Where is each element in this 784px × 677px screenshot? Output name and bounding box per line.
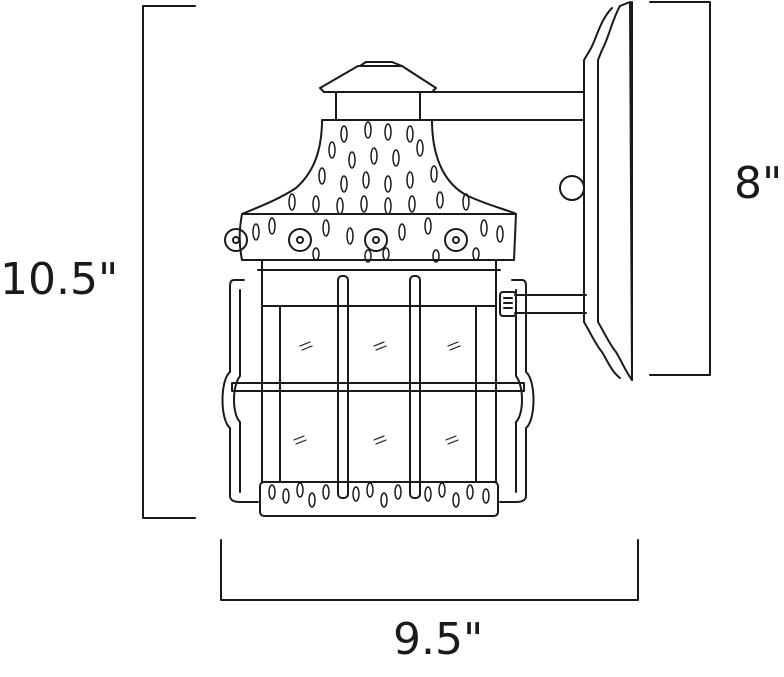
rivet-icon [365, 229, 387, 251]
upper-arm [425, 92, 584, 120]
lantern-cap [319, 62, 437, 120]
backplate-bracket [650, 2, 710, 375]
rivet-icon [289, 229, 311, 251]
width-bracket [221, 540, 638, 600]
wall-backplate [560, 2, 632, 380]
backplate-dimension-label: 8" [734, 158, 783, 209]
height-bracket [143, 6, 195, 518]
glass-reflections [294, 342, 460, 444]
mounting-screw-icon [560, 176, 584, 200]
lantern-hood [225, 120, 516, 270]
rivet-icon [445, 229, 467, 251]
side-knob [500, 292, 516, 316]
lantern-body [262, 270, 496, 482]
width-dimension-label: 9.5" [393, 614, 484, 665]
lantern-bottom-band [260, 482, 498, 516]
wire-cage [223, 276, 534, 502]
height-dimension-label: 10.5" [0, 254, 119, 305]
rivet-icon [225, 229, 247, 251]
